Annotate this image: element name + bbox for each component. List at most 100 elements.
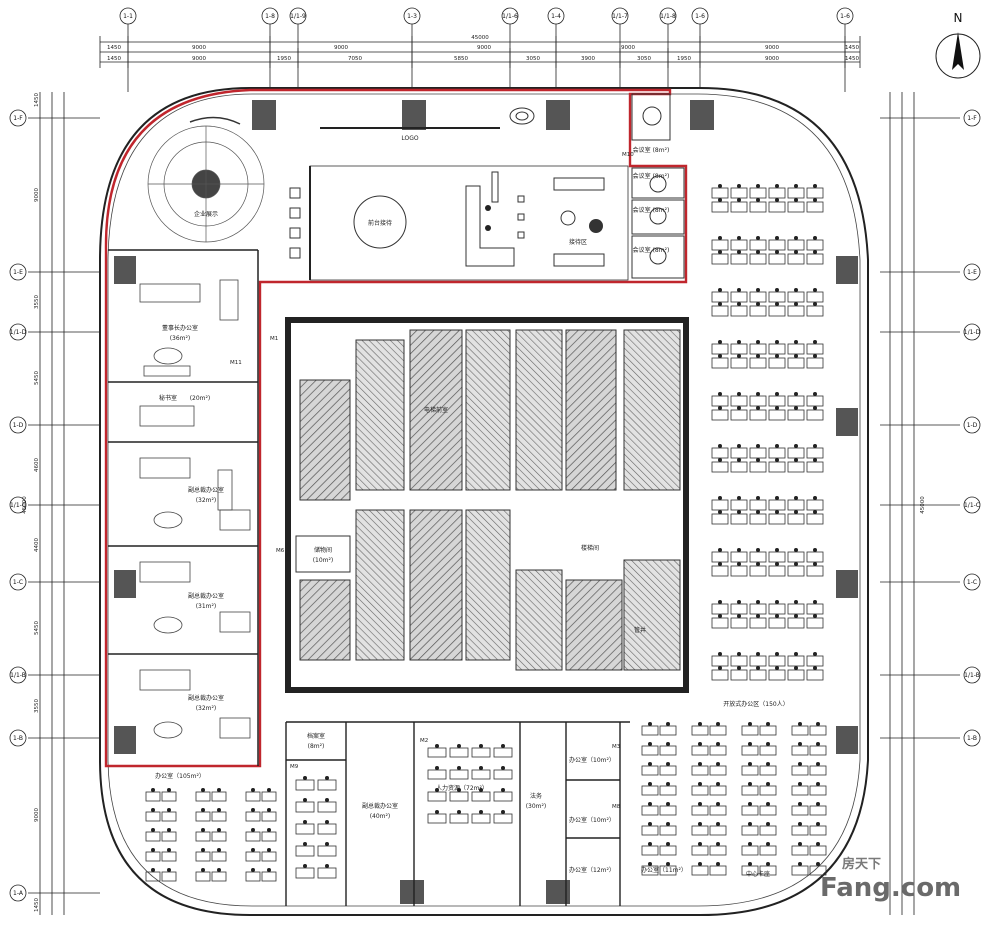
chair (775, 496, 779, 500)
chair (798, 862, 802, 866)
door-tag: M1 (270, 336, 278, 342)
secretary-area: (20m²) (190, 395, 211, 402)
executive-offices (108, 249, 259, 766)
chair (813, 496, 817, 500)
chair (798, 822, 802, 826)
dim-label: 3050 (637, 56, 651, 62)
chair (756, 444, 760, 448)
chair (718, 510, 722, 514)
dim-label: 9000 (192, 45, 206, 51)
axis-label: 1-4 (551, 13, 561, 20)
axis-label: 1-B (967, 735, 977, 742)
chair (435, 766, 439, 770)
chair (698, 862, 702, 866)
chair (716, 722, 720, 726)
door-tag: M10 (622, 152, 634, 158)
chair (167, 828, 171, 832)
chair (798, 802, 802, 806)
chair (813, 444, 817, 448)
chair (756, 458, 760, 462)
axis-label: 1-A (13, 890, 24, 897)
chair (816, 842, 820, 846)
chair (748, 842, 752, 846)
chair (794, 198, 798, 202)
chair (775, 510, 779, 514)
axis-label: 1-F (13, 115, 23, 122)
axis-label: 1-6 (840, 13, 850, 20)
chair (737, 406, 741, 410)
dim-label: 3550 (34, 699, 40, 713)
meeting-room-label: 会议室 (8m²) (633, 172, 670, 180)
hr-label: 人力资源（72m²） (436, 784, 488, 792)
axis-label: 1-E (967, 269, 977, 276)
axis-label: 1/1-8 (660, 13, 676, 20)
chair (217, 788, 221, 792)
chair (748, 822, 752, 826)
chair (435, 788, 439, 792)
open-office-label: 开放式办公区（150人） (723, 700, 788, 708)
axis-label: 1/1-C (10, 502, 26, 509)
dim-label: 1450 (34, 93, 40, 107)
chair (666, 782, 670, 786)
chair (737, 198, 741, 202)
axis-label: 1/1-D (10, 329, 27, 336)
chair (217, 848, 221, 852)
chair (666, 802, 670, 806)
chair (457, 766, 461, 770)
chair (718, 548, 722, 552)
dim-label: 9000 (192, 56, 206, 62)
chair (267, 808, 271, 812)
chair (737, 510, 741, 514)
chair (794, 496, 798, 500)
chair (756, 340, 760, 344)
chair (798, 842, 802, 846)
watermark-small: 房天下 (842, 856, 881, 872)
chair (151, 828, 155, 832)
chair (479, 810, 483, 814)
chair (794, 288, 798, 292)
chair (798, 762, 802, 766)
chair (775, 198, 779, 202)
chair (756, 614, 760, 618)
chair (737, 458, 741, 462)
chair (794, 600, 798, 604)
chair (718, 340, 722, 344)
chair (716, 802, 720, 806)
chair (457, 788, 461, 792)
chair (794, 354, 798, 358)
small-office-label: 办公室（10m²） (569, 756, 615, 764)
chair (716, 822, 720, 826)
left-dimensions (39, 92, 915, 915)
axis-label: 1-6 (695, 13, 705, 20)
chair (748, 762, 752, 766)
chair (716, 782, 720, 786)
chair (775, 562, 779, 566)
chair (756, 288, 760, 292)
watermark-logo: Fang.com (820, 873, 961, 903)
chair (267, 848, 271, 852)
archive-area: (8m²) (308, 743, 325, 750)
dim-label: 9000 (334, 45, 348, 51)
axis-label: 1-C (967, 579, 977, 586)
chair (737, 548, 741, 552)
chair (813, 666, 817, 670)
chair (794, 614, 798, 618)
axis-label: 1-D (13, 422, 24, 429)
chair (151, 848, 155, 852)
chair (794, 510, 798, 514)
deputy-office-label: 副总裁办公室 (362, 802, 398, 810)
chair (167, 788, 171, 792)
reception-desk-label: 前台接待 (368, 219, 392, 227)
chair (303, 864, 307, 868)
chair (813, 406, 817, 410)
chair (775, 458, 779, 462)
side-axis-markers (9, 109, 981, 902)
chair (435, 744, 439, 748)
chair (479, 744, 483, 748)
chair (201, 808, 205, 812)
chair (666, 762, 670, 766)
chair (748, 742, 752, 746)
chair (766, 742, 770, 746)
chair (816, 802, 820, 806)
chair (813, 354, 817, 358)
